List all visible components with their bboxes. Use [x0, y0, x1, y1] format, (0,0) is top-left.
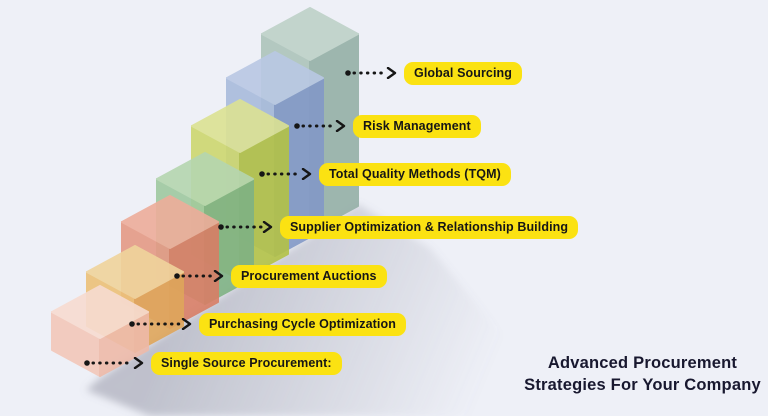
arrow-chevron-head	[262, 221, 273, 233]
arrow-start-dot	[345, 70, 351, 76]
step-label-pill: Single Source Procurement:	[151, 351, 342, 375]
step-row: Single Source Procurement:	[83, 350, 342, 376]
arrow-start-dot	[218, 224, 224, 230]
arrow-start-dot	[129, 321, 135, 327]
step-label-pill: Purchasing Cycle Optimization	[199, 312, 406, 336]
bar-face	[261, 7, 359, 61]
dotted-arrow-icon	[218, 221, 273, 233]
bar-face	[51, 285, 149, 339]
dotted-arrow-icon	[129, 318, 192, 330]
bar-face	[86, 245, 184, 299]
dotted-arrow-icon	[345, 67, 397, 79]
step-row: Global Sourcing	[344, 60, 523, 86]
bar-face	[226, 51, 324, 105]
step-label-pill: Risk Management	[353, 114, 481, 138]
bar-face	[121, 195, 219, 249]
arrow-chevron-head	[386, 67, 397, 79]
dotted-arrow-icon	[259, 168, 312, 180]
arrow-chevron-head	[213, 270, 224, 282]
step-row: Risk Management	[293, 113, 481, 139]
arrow-chevron-head	[181, 318, 192, 330]
step-row: Total Quality Methods (TQM)	[258, 161, 511, 187]
step-label-pill: Total Quality Methods (TQM)	[319, 162, 511, 186]
dotted-arrow-icon	[174, 270, 224, 282]
bar-step-1	[51, 285, 149, 377]
dotted-arrow-icon	[294, 120, 346, 132]
arrow-start-dot	[174, 273, 180, 279]
caption-title: Advanced Procurement Strategies For Your…	[520, 352, 765, 396]
arrow-start-dot	[294, 123, 300, 129]
caption-line1: Advanced Procurement	[547, 354, 738, 372]
step-row: Supplier Optimization & Relationship Bui…	[217, 214, 579, 240]
step-label-pill: Procurement Auctions	[231, 264, 387, 288]
arrow-start-dot	[84, 360, 90, 366]
dotted-arrow-icon	[84, 357, 144, 369]
arrow-chevron-head	[335, 120, 346, 132]
bar-face	[191, 99, 289, 153]
step-label-pill: Supplier Optimization & Relationship Bui…	[280, 215, 579, 239]
bar-face	[156, 152, 254, 206]
step-row: Purchasing Cycle Optimization	[128, 311, 406, 337]
arrow-chevron-head	[133, 357, 144, 369]
caption-line2: Strategies For Your Company	[524, 376, 761, 394]
step-label-pill: Global Sourcing	[404, 61, 523, 85]
arrow-chevron-head	[301, 168, 312, 180]
arrow-start-dot	[259, 171, 265, 177]
step-row: Procurement Auctions	[173, 263, 387, 289]
